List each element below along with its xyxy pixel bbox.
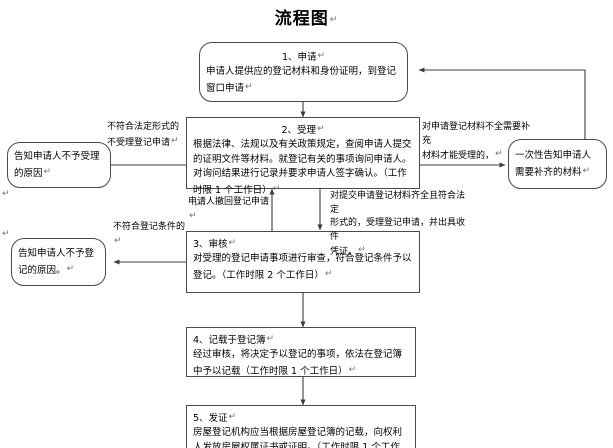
- page-title-text: 流程图: [274, 9, 329, 29]
- node-review[interactable]: 3、审核↵ 对受理的登记申请事项进行审查，符合登记条件予以登记。（工作时限 2 …: [186, 231, 420, 293]
- node-review-title-line: 3、审核↵: [193, 236, 413, 252]
- node-apply[interactable]: 1、申请↵ 申请人提供应的登记材料和身份证明，到登记窗口申请↵: [199, 42, 408, 102]
- node-issue-certificate[interactable]: 5、发证↵ 房屋登记机构应当根据房屋登记簿的记载，向权利人发放房屋权属证书或证明…: [186, 405, 416, 448]
- node-apply-title-mark: ↵: [317, 51, 326, 61]
- node-review-body-line: 对受理的登记申请事项进行审查，符合登记条件予以登记。（工作时限 2 个工作日）↵: [193, 252, 413, 283]
- node-record-title-line: 4、记载于登记簿↵: [193, 332, 409, 348]
- edge-label-complete-mark: ↵: [358, 245, 366, 255]
- node-issue-body-line: 房屋登记机构应当根据房屋登记簿的记载，向权利人发放房屋权属证书或证明。（工作时限…: [193, 426, 409, 448]
- node-refuse-acceptance-mark: ↵: [43, 166, 52, 177]
- edge-label-withdraw-application: 申请人撤回登记申请↵: [188, 196, 270, 225]
- edge-label-incomplete-materials-mark: ↵: [495, 149, 503, 159]
- node-accept-title-line: 2、受理↵: [193, 122, 413, 138]
- node-issue-title-line: 5、发证↵: [193, 410, 409, 426]
- node-refuse-acceptance-body-line: 告知申请人不予受理的原因↵: [14, 150, 104, 181]
- edge-label-not-legal-form: 不符合法定形式的 不受理登记申请↵: [107, 121, 183, 150]
- edge-label-complete-and-legal-form: 对提交申请登记材料齐全且符合法定 形式的，受理登记申请，并出具收件 凭证。↵: [330, 190, 470, 260]
- node-accept-body-line: 根据法律、法规以及有关政策规定，查阅申请人提交的证明文件等材料。就登记有关的事项…: [193, 138, 413, 198]
- node-notify-refuse-registration[interactable]: 告知申请人不予登记的原因。↵: [11, 238, 106, 286]
- edge-label-not-legal-form-mark: ↵: [171, 135, 179, 146]
- node-apply-title-line: 1、申请↵: [206, 49, 401, 65]
- edge-label-incomplete-materials-text: 对申请登记材料不全需要补充 材料才能受理的，: [422, 122, 531, 161]
- node-refuse-acceptance-body: 告知申请人不予受理的原因: [14, 151, 100, 179]
- page-title-mark: ↵: [329, 15, 339, 25]
- node-review-title-mark: ↵: [228, 238, 237, 248]
- node-issue-body: 房屋登记机构应当根据房屋登记簿的记载，向权利人发放房屋权属证书或证明。（工作时限…: [193, 427, 403, 448]
- node-review-body: 对受理的登记申请事项进行审查，符合登记条件予以登记。（工作时限 2 个工作日）: [193, 253, 412, 281]
- node-apply-body-mark: ↵: [245, 81, 253, 92]
- edge-label-not-legal-form-text: 不符合法定形式的 不受理登记申请: [107, 122, 180, 148]
- page-title: 流程图↵: [0, 4, 613, 29]
- edge-label-not-meet-registration-conditions: 不符合登记条件的 ↵: [113, 221, 187, 250]
- node-accept-body-mark: ↵: [272, 183, 281, 194]
- node-record-body: 经过审核，将决定予以登记的事项，依法在登记簿中予以记载（工作时限 1 个工作日）: [193, 349, 403, 377]
- stray-mark-left-upper: ↵: [2, 189, 10, 199]
- node-refuse-registration-body: 告知申请人不予登记的原因。: [18, 248, 95, 276]
- node-refuse-registration-mark: ↵: [66, 263, 75, 274]
- node-accept-title-mark: ↵: [317, 124, 325, 134]
- edge-label-conditions-mark: ↵: [114, 235, 122, 246]
- node-issue-title: 5、发证: [193, 413, 228, 424]
- edge-label-withdraw-text: 申请人撤回登记申请: [188, 197, 270, 207]
- node-record-title: 4、记载于登记簿: [193, 335, 266, 346]
- node-record-title-mark: ↵: [266, 334, 275, 344]
- node-review-title: 3、审核: [193, 239, 228, 250]
- node-apply-body-line: 申请人提供应的登记材料和身份证明，到登记窗口申请↵: [206, 65, 401, 96]
- node-supplement-body: 一次性告知申请人需要补齐的材料: [515, 150, 592, 178]
- node-apply-title: 1、申请: [281, 52, 317, 63]
- stray-mark-left-lower: ↵: [2, 229, 10, 239]
- node-notify-refuse-acceptance[interactable]: 告知申请人不予受理的原因↵: [7, 142, 111, 188]
- node-record-body-mark: ↵: [348, 364, 357, 375]
- node-accept[interactable]: 2、受理↵ 根据法律、法规以及有关政策规定，查阅申请人提交的证明文件等材料。就登…: [186, 117, 420, 210]
- node-apply-body: 申请人提供应的登记材料和身份证明，到登记窗口申请: [206, 66, 397, 94]
- node-refuse-registration-body-line: 告知申请人不予登记的原因。↵: [18, 247, 99, 278]
- node-issue-title-mark: ↵: [228, 412, 237, 422]
- edge-label-complete-text: 对提交申请登记材料齐全且符合法定 形式的，受理登记申请，并出具收件 凭证。: [330, 191, 466, 257]
- node-supplement-mark: ↵: [582, 165, 591, 176]
- node-record-in-register[interactable]: 4、记载于登记簿↵ 经过审核，将决定予以登记的事项，依法在登记簿中予以记载（工作…: [186, 327, 416, 377]
- node-notify-supplement-materials[interactable]: 一次性告知申请人需要补齐的材料↵: [508, 139, 607, 189]
- edge-label-conditions-text: 不符合登记条件的: [113, 222, 186, 232]
- node-accept-body: 根据法律、法规以及有关政策规定，查阅申请人提交的证明文件等材料。就登记有关的事项…: [193, 139, 412, 196]
- edge-label-incomplete-materials: 对申请登记材料不全需要补充 材料才能受理的，↵: [422, 121, 532, 164]
- node-accept-trailing-mark: ↵: [194, 200, 202, 210]
- node-supplement-body-line: 一次性告知申请人需要补齐的材料↵: [515, 149, 600, 180]
- node-record-body-line: 经过审核，将决定予以登记的事项，依法在登记簿中予以记载（工作时限 1 个工作日）…: [193, 348, 409, 379]
- node-accept-title: 2、受理: [281, 125, 316, 136]
- edge-label-withdraw-mark: ↵: [189, 210, 197, 221]
- node-review-body-mark: ↵: [324, 268, 333, 279]
